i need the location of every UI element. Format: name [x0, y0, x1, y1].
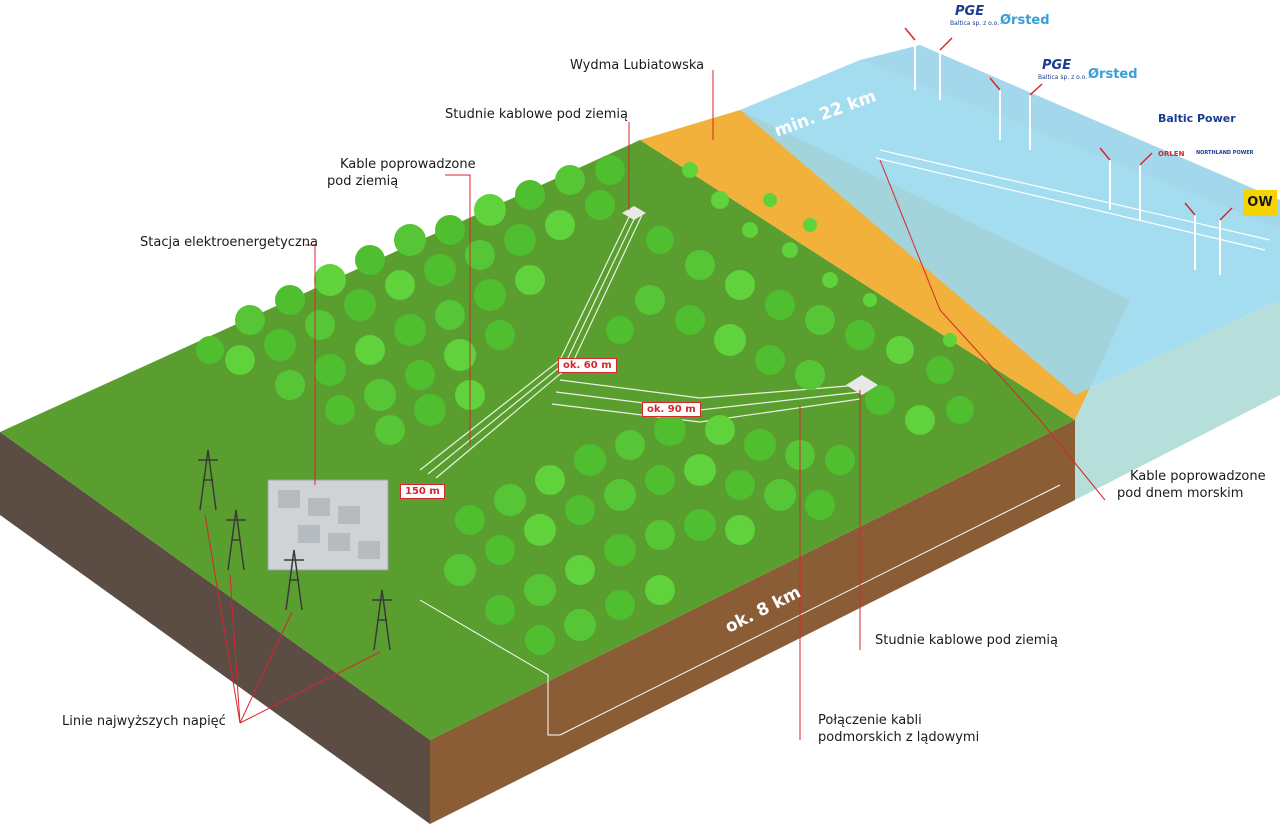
- logo-ow: OW: [1243, 190, 1277, 216]
- label-studnie-bottom: Studnie kablowe pod ziemią: [875, 633, 1058, 648]
- cable-well-top: [622, 206, 646, 220]
- logo-pge-2: PGE: [1042, 58, 1072, 73]
- logo-orsted-2: Ørsted: [1088, 67, 1138, 82]
- label-polaczenie-1: Połączenie kabli: [818, 713, 922, 728]
- label-studnie-top: Studnie kablowe pod ziemią: [445, 107, 628, 122]
- logo-pge-1: PGE: [955, 4, 985, 19]
- measure-60m: ok. 60 m: [558, 358, 617, 373]
- forest-lower: [444, 414, 855, 655]
- label-kable-morze-2: pod dnem morskim: [1117, 486, 1244, 501]
- logo-baltic-power: Baltic Power: [1158, 112, 1236, 125]
- label-kable-morze-1: Kable poprowadzone: [1130, 469, 1266, 484]
- label-stacja: Stacja elektroenergetyczna: [140, 235, 318, 250]
- wind-turbines: [914, 40, 1221, 275]
- sea-bed-face: [1075, 300, 1280, 500]
- logo-pge-2-sub: Baltica sp. z o.o.: [1038, 74, 1088, 81]
- logo-pge-1-sub: Baltica sp. z o.o.: [950, 20, 1000, 27]
- label-polaczenie-2: podmorskich z lądowymi: [818, 730, 980, 745]
- dune-beach: [640, 110, 1130, 420]
- sea-surface: [740, 60, 1280, 395]
- logo-northland: NORTHLAND POWER: [1196, 150, 1254, 156]
- logo-orlen: ORLEN: [1158, 150, 1185, 158]
- substation: [267, 479, 389, 571]
- label-kable-ziemia-1: Kable poprowadzone: [340, 157, 476, 172]
- label-wydma: Wydma Lubiatowska: [570, 58, 705, 73]
- measure-150m: 150 m: [400, 484, 445, 499]
- measure-90m: ok. 90 m: [642, 402, 701, 417]
- land-surface: [0, 140, 1075, 740]
- label-linie: Linie najwyższych napięć: [62, 714, 226, 729]
- logo-orsted-1: Ørsted: [1000, 13, 1050, 28]
- distance-8km-bracket: [419, 484, 1061, 736]
- earth-front-face: [430, 420, 1075, 824]
- sea-depth: [860, 45, 1280, 230]
- transmission-pylons: [198, 449, 392, 651]
- forest-upper: [196, 155, 625, 445]
- dune-bushes: [682, 162, 957, 347]
- leader-lines: [204, 70, 1106, 740]
- earth-left-face: [0, 432, 430, 824]
- label-kable-ziemia-2: pod ziemią: [327, 174, 399, 189]
- cable-well-bottom: [846, 375, 878, 395]
- forest-middle: [606, 226, 974, 435]
- turbine-blades: [904, 27, 1233, 221]
